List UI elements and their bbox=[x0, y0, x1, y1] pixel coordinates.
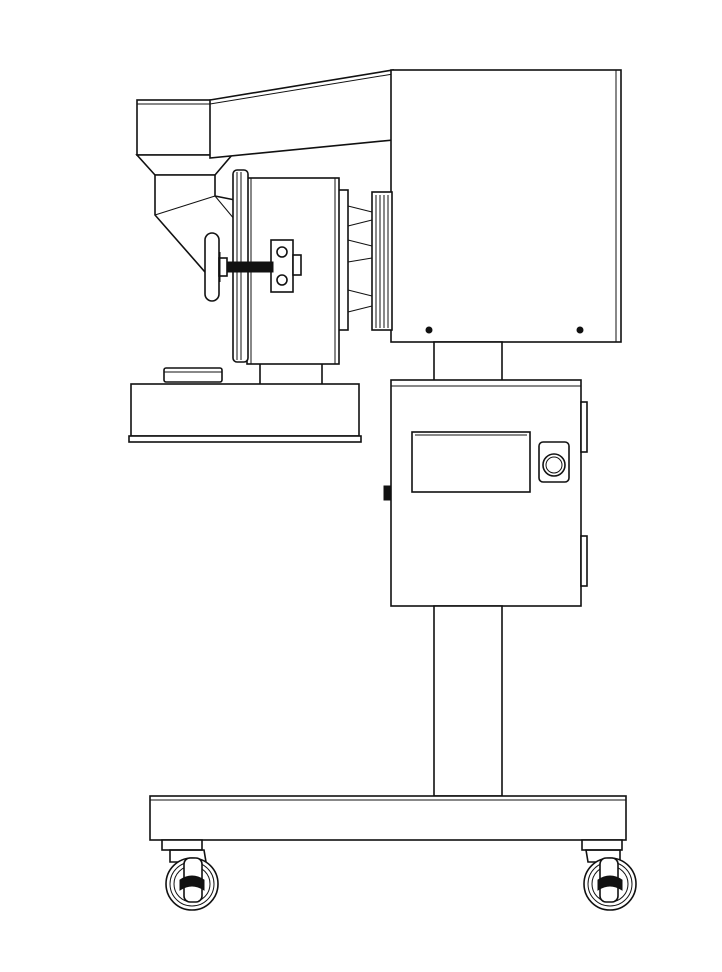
motor-box bbox=[390, 69, 622, 343]
housing-hood bbox=[209, 69, 394, 159]
control-box bbox=[383, 379, 588, 607]
display-window bbox=[411, 431, 531, 493]
upper-column bbox=[433, 341, 503, 383]
base-frame bbox=[149, 795, 627, 841]
caster-left bbox=[161, 839, 219, 911]
selector-knob bbox=[538, 441, 570, 483]
caster-right bbox=[581, 839, 637, 911]
cooling-fins bbox=[337, 189, 393, 331]
handwheel bbox=[204, 232, 274, 302]
collection-tray bbox=[128, 367, 362, 443]
stand-column bbox=[433, 605, 503, 797]
